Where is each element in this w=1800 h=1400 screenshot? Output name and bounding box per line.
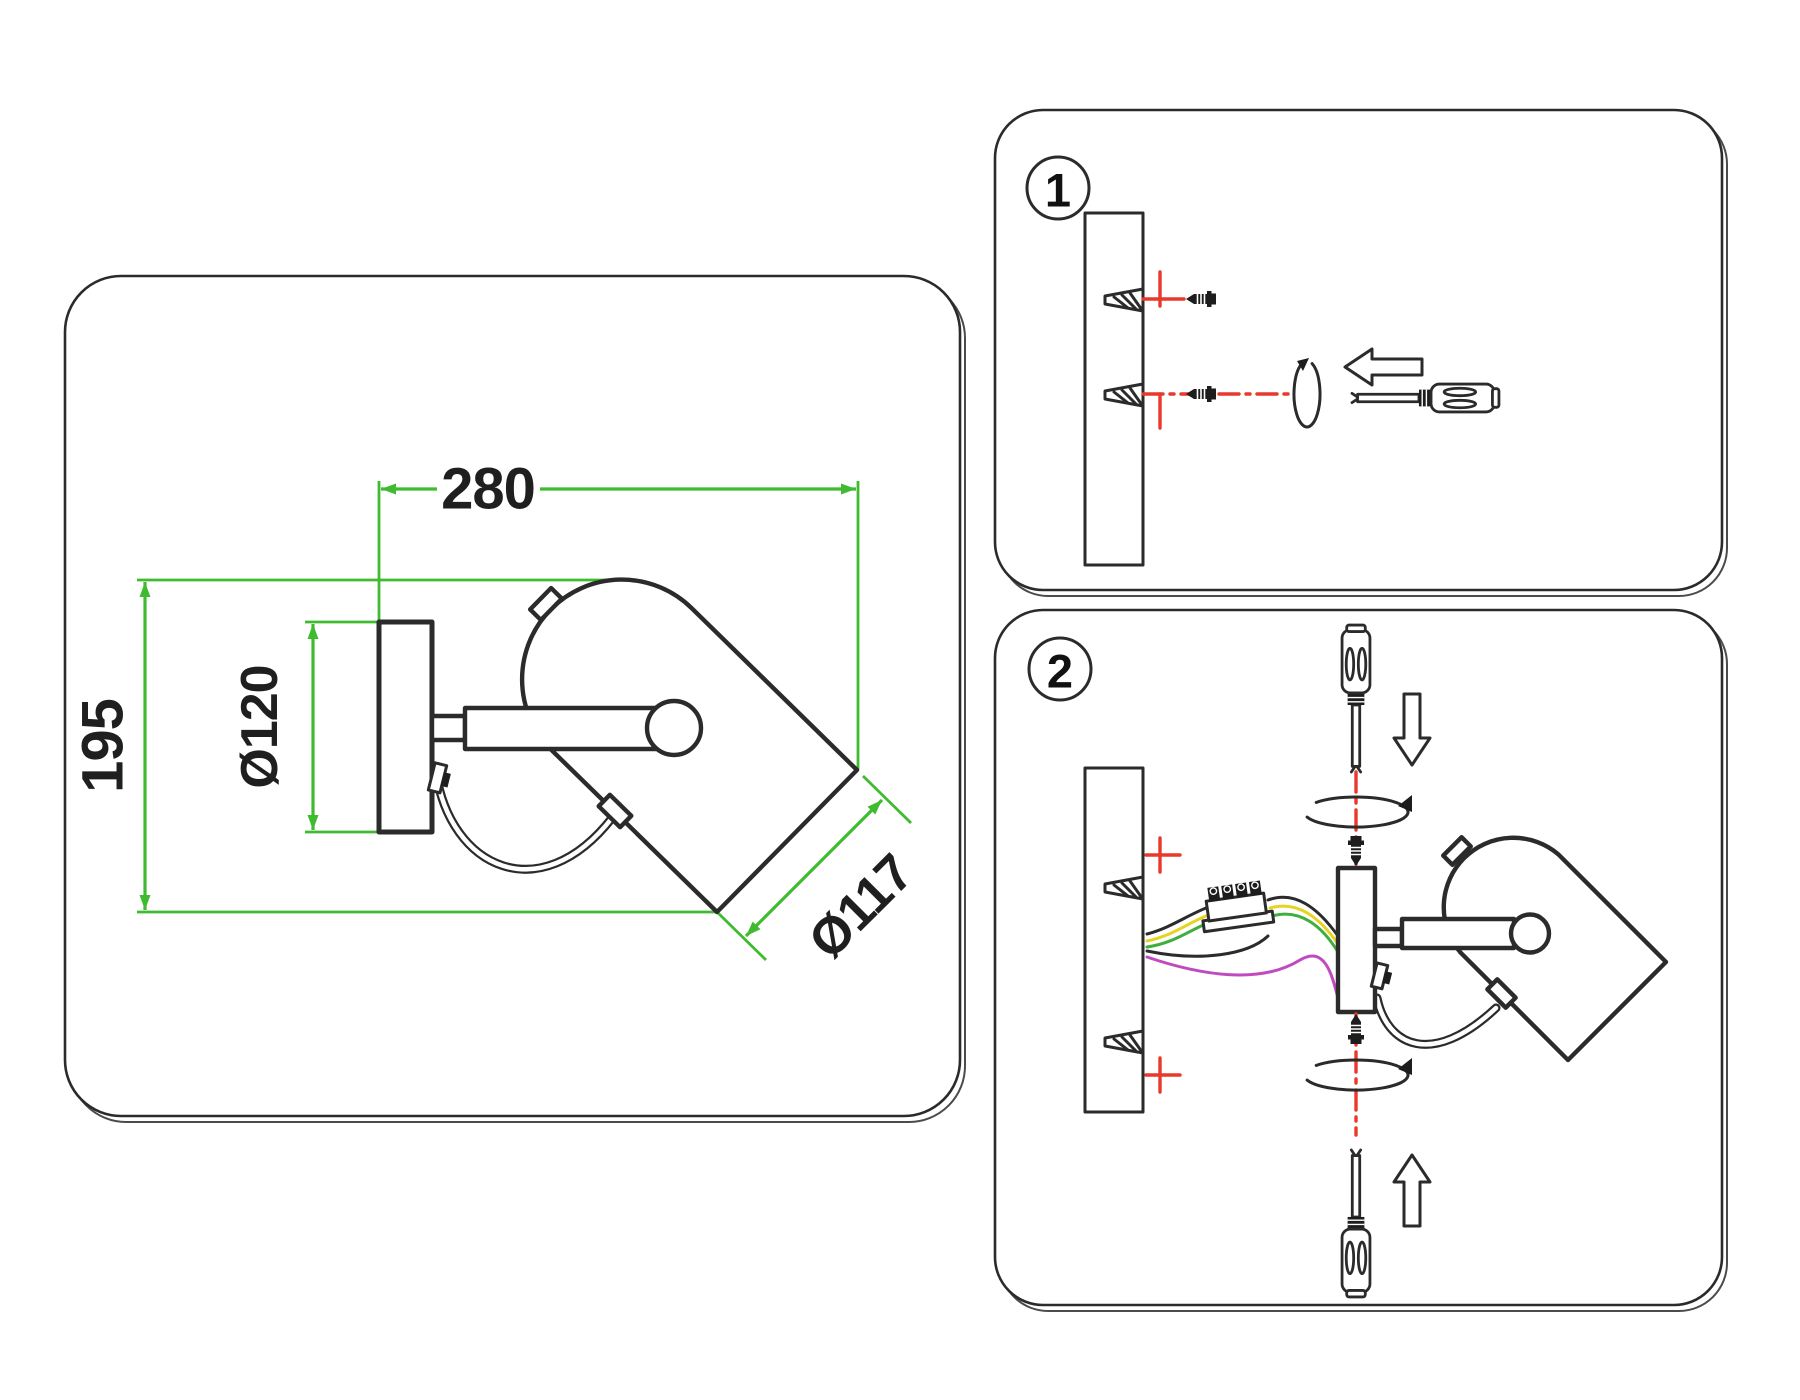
- head-diameter-dim-line: [744, 798, 884, 938]
- rotation-arrow-icon: [1305, 795, 1412, 829]
- wall-lamp-assembly: [1335, 835, 1669, 1063]
- dimension-drawing-panel: 280 195 Ø120 Ø117: [63, 274, 966, 1123]
- lamp-cable-connector: [596, 792, 634, 830]
- lamp-arm-neck: [1372, 926, 1405, 949]
- push-direction-arrow-icon: [1343, 347, 1424, 387]
- extension-lines: [137, 481, 912, 962]
- lamp-arm: [1399, 916, 1517, 951]
- rotation-arrow-icon: [1292, 358, 1322, 429]
- lamp-switch: [1369, 961, 1393, 991]
- terminal-block-icon: [1201, 880, 1276, 934]
- push-direction-arrow-icon: [1392, 1153, 1432, 1228]
- supply-wires: [1145, 895, 1340, 1000]
- lamp-arm-joint: [1508, 912, 1552, 955]
- step-2-badge: [1027, 636, 1093, 702]
- panel-border: [993, 108, 1724, 592]
- lamp-shade-clip: [1441, 835, 1473, 867]
- drill-marks: [1144, 836, 1182, 1094]
- step-1-number: 1: [1045, 164, 1071, 217]
- step-2-panel: 2: [993, 608, 1728, 1312]
- lamp-arm: [462, 705, 660, 752]
- dimension-lines: [139, 483, 884, 938]
- lamp-arm-neck: [429, 713, 468, 743]
- panel-border: [63, 274, 962, 1118]
- step-1-panel: 1: [993, 108, 1728, 597]
- lamp-cable-connector: [1485, 977, 1518, 1010]
- step-2-number: 2: [1047, 645, 1073, 698]
- step-1-badge: [1025, 155, 1091, 221]
- lamp-base-plate: [1335, 865, 1378, 1015]
- lamp-base-plate: [376, 619, 435, 835]
- lamp-shade-clip: [527, 585, 565, 623]
- dimension-height-label: 195: [71, 699, 136, 793]
- push-direction-arrow-icon: [1392, 692, 1432, 767]
- lamp-switch: [426, 761, 451, 795]
- dimension-width-label: 280: [441, 457, 535, 522]
- wall-cross-section: [1083, 766, 1145, 1114]
- rotation-arrow-icon: [1305, 1058, 1412, 1092]
- dimension-base-diameter-label: Ø120: [231, 665, 289, 788]
- lamp-arm-joint: [644, 698, 704, 758]
- wall-lamp-side-view: [376, 577, 860, 915]
